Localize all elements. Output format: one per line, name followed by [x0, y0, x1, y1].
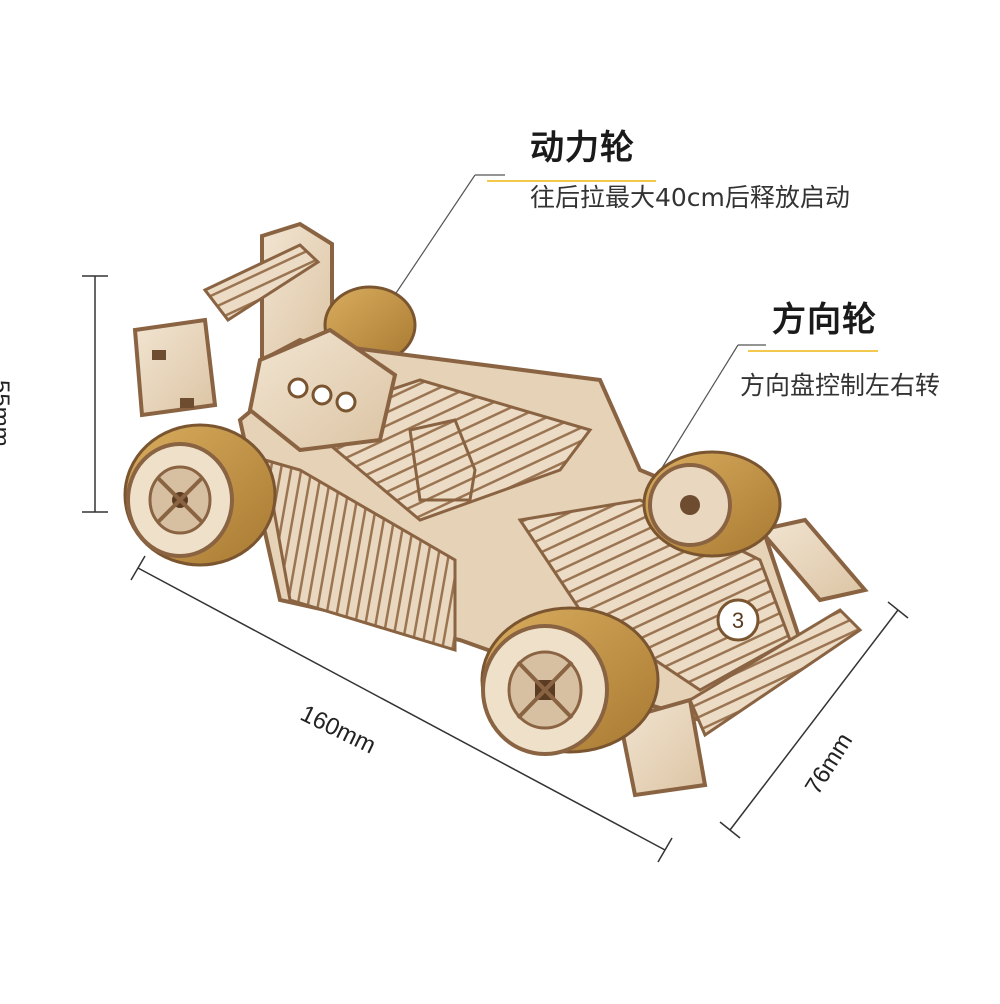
steering-wheel-description: 方向盘控制左右转	[740, 371, 941, 400]
power-wheel-description: 往后拉最大40cm后释放启动	[530, 183, 850, 212]
power-wheel-title: 动力轮	[530, 128, 635, 168]
height-dimension-label: 55mm	[0, 380, 14, 447]
decal-number: 3	[732, 608, 744, 633]
engine-ports	[287, 377, 357, 413]
callout-leaders	[377, 174, 878, 485]
front-tire-back	[642, 450, 782, 558]
car-body: 3	[237, 327, 803, 723]
steering-wheel-title: 方向轮	[772, 300, 877, 340]
rear-tire-front	[123, 423, 277, 567]
dimension-lines	[82, 275, 909, 863]
number-decal: 3	[716, 598, 760, 642]
front-tire-front	[480, 606, 660, 756]
